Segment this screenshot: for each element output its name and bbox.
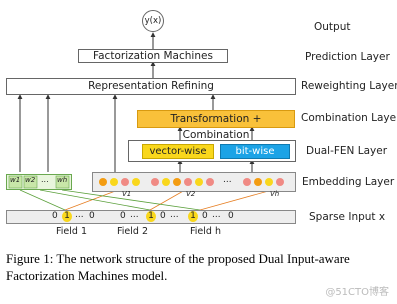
sparse-v7: 0 (160, 211, 166, 221)
weight-wh: wh (57, 176, 68, 184)
weight-cells (8, 175, 70, 189)
output-node: y(x) (142, 10, 164, 32)
sparse-v6: ... (130, 210, 139, 220)
link-field1-w (19, 189, 66, 211)
field-h-label: Field h (190, 226, 221, 237)
vector-v1: V1 (122, 190, 132, 198)
link-fieldh-v (199, 189, 273, 211)
layer-label-prediction: Prediction Layer (305, 51, 390, 63)
weight-embedding-box: w1 w2 ... wh (6, 174, 72, 190)
embedding-dots (99, 178, 284, 186)
factorization-machines-label: Factorization Machines (93, 50, 213, 62)
sparse-v0: 0 (52, 211, 58, 221)
watermark: @51CTO博客 (325, 287, 389, 298)
transformation-combination-label: Transformation + Combination (170, 113, 262, 141)
sparse-v12: 0 (228, 211, 234, 221)
layer-label-output: Output (314, 21, 351, 33)
embedding-ellipsis: ... (223, 175, 232, 185)
layer-label-dual-fen: Dual-FEN Layer (306, 145, 388, 157)
field-2-label: Field 2 (117, 226, 148, 237)
layer-label-combination: Combination Layer (301, 112, 397, 124)
vector-wise-box: vector-wise (142, 144, 214, 159)
link-field2-w (39, 189, 151, 211)
sparse-v2: ... (75, 210, 84, 220)
weight-w1: w1 (10, 176, 21, 184)
vector-vh: Vh (270, 190, 280, 198)
output-node-label: y(x) (144, 16, 162, 26)
sparse-v11: ... (212, 210, 221, 220)
field-1-label: Field 1 (56, 226, 87, 237)
sparse-v8: ... (170, 210, 179, 220)
link-field1-v (64, 189, 119, 211)
vector-wise-label: vector-wise (149, 146, 207, 157)
weight-w2: w2 (25, 176, 36, 184)
layer-label-sparse-input: Sparse Input x (309, 211, 386, 223)
sparse-v5: 1 (146, 211, 156, 222)
link-field2-v (149, 189, 186, 211)
factorization-machines-box: Factorization Machines (78, 49, 228, 63)
transformation-combination-box: Transformation + Combination (137, 110, 295, 141)
sparse-v9: 1 (188, 211, 198, 222)
representation-refining-label: Representation Refining (88, 80, 214, 92)
vector-embedding-box: ... (92, 172, 296, 192)
sparse-v10: 0 (202, 211, 208, 221)
layer-label-reweighting: Reweighting Layer (301, 80, 397, 92)
figure-caption-line-1: Figure 1: The network structure of the p… (6, 251, 350, 266)
sparse-v4: 0 (120, 211, 126, 221)
sparse-v3: 0 (89, 211, 95, 221)
bit-wise-box: bit-wise (220, 144, 290, 159)
bit-wise-label: bit-wise (235, 146, 275, 157)
vector-v2: V2 (186, 190, 196, 198)
layer-label-embedding: Embedding Layer (302, 176, 395, 188)
weight-ellipsis: ... (41, 175, 49, 184)
link-fieldh-w (61, 189, 201, 211)
sparse-v1: 1 (62, 211, 72, 222)
representation-refining-box: Representation Refining (6, 78, 296, 95)
figure-caption-line-2: Factorization Machines model. (6, 268, 168, 283)
